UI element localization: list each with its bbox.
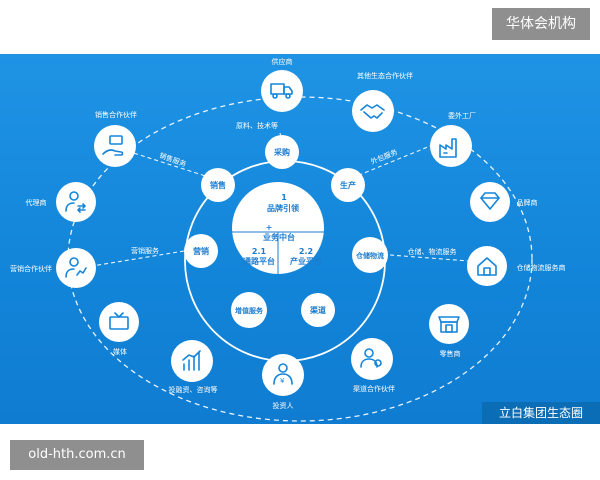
svg-text:采购: 采购 [273, 147, 290, 157]
partner-marketing: 营销合作伙伴 [10, 248, 96, 288]
partner-brand-owner: 品牌商 [470, 182, 538, 222]
partner-channel: 渠道合作伙伴 [351, 338, 395, 393]
svg-text:销售合作伙伴: 销售合作伙伴 [95, 110, 137, 119]
svg-text:媒体: 媒体 [113, 347, 127, 356]
svg-text:渠道: 渠道 [309, 305, 326, 315]
person-trend-icon [65, 257, 87, 278]
hub-top-label: 品牌引领 [267, 203, 299, 213]
ring-node-purchase: 采购 [265, 135, 299, 169]
svg-text:销售: 销售 [210, 180, 226, 190]
svg-text:渠道合作伙伴: 渠道合作伙伴 [353, 384, 395, 393]
hub-left-num: 2.1 [252, 247, 267, 256]
store-icon [438, 316, 460, 333]
hub-right-label: 产业平台 [290, 256, 322, 266]
hub-top-num: 1 [281, 193, 287, 202]
partner-retailer: 零售商 [429, 304, 469, 358]
hub-mid-label: 业务中台 [263, 232, 295, 242]
svg-text:其他生态合作伙伴: 其他生态合作伙伴 [357, 71, 413, 80]
ring-node-marketing: 营销 [184, 234, 218, 268]
svg-text:¥: ¥ [280, 377, 285, 385]
link-label-logistics: 仓储、物流服务 [408, 247, 457, 256]
person-swap-icon [65, 191, 86, 213]
partner-supplier: 供应商 [261, 57, 303, 112]
svg-text:仓储物流服务商: 仓储物流服务商 [517, 263, 566, 272]
hub-plus: + [266, 223, 273, 232]
svg-text:投融资、咨询等: 投融资、咨询等 [169, 385, 218, 394]
hand-money-icon [102, 135, 124, 156]
svg-text:代理商: 代理商 [26, 198, 47, 207]
watermark-bottom: old-hth.com.cn [10, 440, 144, 470]
svg-text:营销: 营销 [193, 246, 209, 256]
svg-text:委外工厂: 委外工厂 [448, 111, 476, 120]
hub-right-num: 2.2 [299, 247, 313, 256]
chart-growth-icon [182, 350, 201, 371]
link-label-sales: 销售服务 [158, 151, 187, 169]
partner-agent: 代理商 [26, 182, 96, 222]
ring-node-sales: 销售 [201, 168, 235, 202]
truck-icon [270, 83, 293, 99]
warehouse-icon [477, 257, 497, 276]
handshake-icon [360, 104, 385, 119]
svg-text:供应商: 供应商 [272, 57, 293, 66]
investor-icon: ¥ [273, 363, 293, 385]
partner-investor: ¥ 投资人 [262, 354, 304, 410]
svg-text:零售商: 零售商 [440, 349, 461, 358]
partner-logistics-provider: 仓储物流服务商 [467, 246, 566, 286]
hub-left-label: 通路平台 [243, 256, 275, 266]
partner-investment-consulting: 投融资、咨询等 [169, 340, 218, 394]
factory-icon [439, 138, 457, 158]
ring-node-production: 生产 [331, 168, 365, 202]
ring-node-warehouse-logistics: 仓储物流 [352, 237, 388, 273]
svg-text:增值服务: 增值服务 [235, 306, 264, 315]
ecosystem-svg: + 1 品牌引领 业务中台 2.1 通路平台 2.2 产业平台 采购 生产 仓储… [10, 57, 566, 422]
link-label-marketing: 营销服务 [131, 246, 159, 255]
svg-text:生产: 生产 [340, 180, 356, 190]
partner-other-ecosystem: 其他生态合作伙伴 [352, 71, 413, 132]
ring-node-value-added: 增值服务 [231, 292, 267, 328]
ecosystem-diagram: + 1 品牌引领 业务中台 2.1 通路平台 2.2 产业平台 采购 生产 仓储… [0, 54, 600, 424]
people-icon [360, 348, 382, 368]
link-label-outsourcing: 外包服务 [369, 147, 398, 166]
diagram-caption: 立白集团生态圈 [482, 402, 600, 424]
tv-icon [109, 312, 129, 330]
svg-text:仓储物流: 仓储物流 [355, 251, 384, 260]
svg-text:营销合作伙伴: 营销合作伙伴 [10, 264, 52, 273]
svg-text:品牌商: 品牌商 [517, 198, 538, 207]
watermark-top: 华体会机构 [492, 8, 590, 40]
link-label-materials: 原料、技术等 [236, 121, 278, 130]
diamond-icon [480, 192, 500, 210]
partner-outsourced-factory: 委外工厂 [430, 111, 476, 167]
hub-circle [232, 182, 324, 274]
svg-text:投资人: 投资人 [273, 401, 294, 410]
partner-sales: 销售合作伙伴 [94, 110, 137, 167]
ring-node-channel: 渠道 [301, 293, 335, 327]
partner-media: 媒体 [99, 302, 139, 356]
